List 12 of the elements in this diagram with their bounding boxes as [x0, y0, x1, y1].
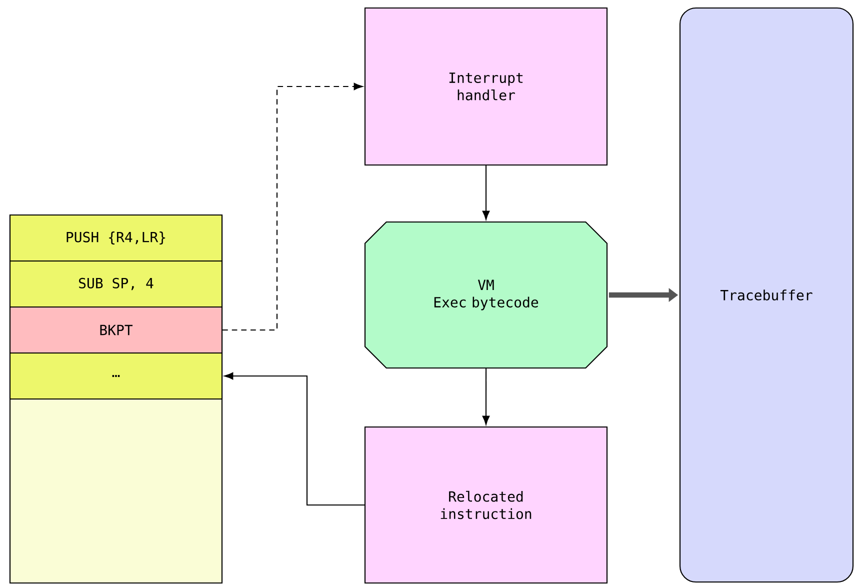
- process-box: Interrupt handler: [364, 7, 608, 166]
- process-box: Relocated instruction: [364, 426, 608, 584]
- process-box: VM Exec bytecode: [364, 221, 608, 369]
- arrow: [224, 372, 364, 506]
- tracebuffer-box: Tracebuffer: [679, 7, 854, 583]
- instruction-cell: …: [9, 352, 223, 400]
- instruction-cell: SUB SP, 4: [9, 260, 223, 308]
- arrow: [482, 368, 490, 425]
- instruction-cell: BKPT: [9, 306, 223, 354]
- instruction-cell: PUSH {R4,LR}: [9, 214, 223, 262]
- arrow: [482, 166, 490, 220]
- dashed-arrow: [222, 82, 363, 331]
